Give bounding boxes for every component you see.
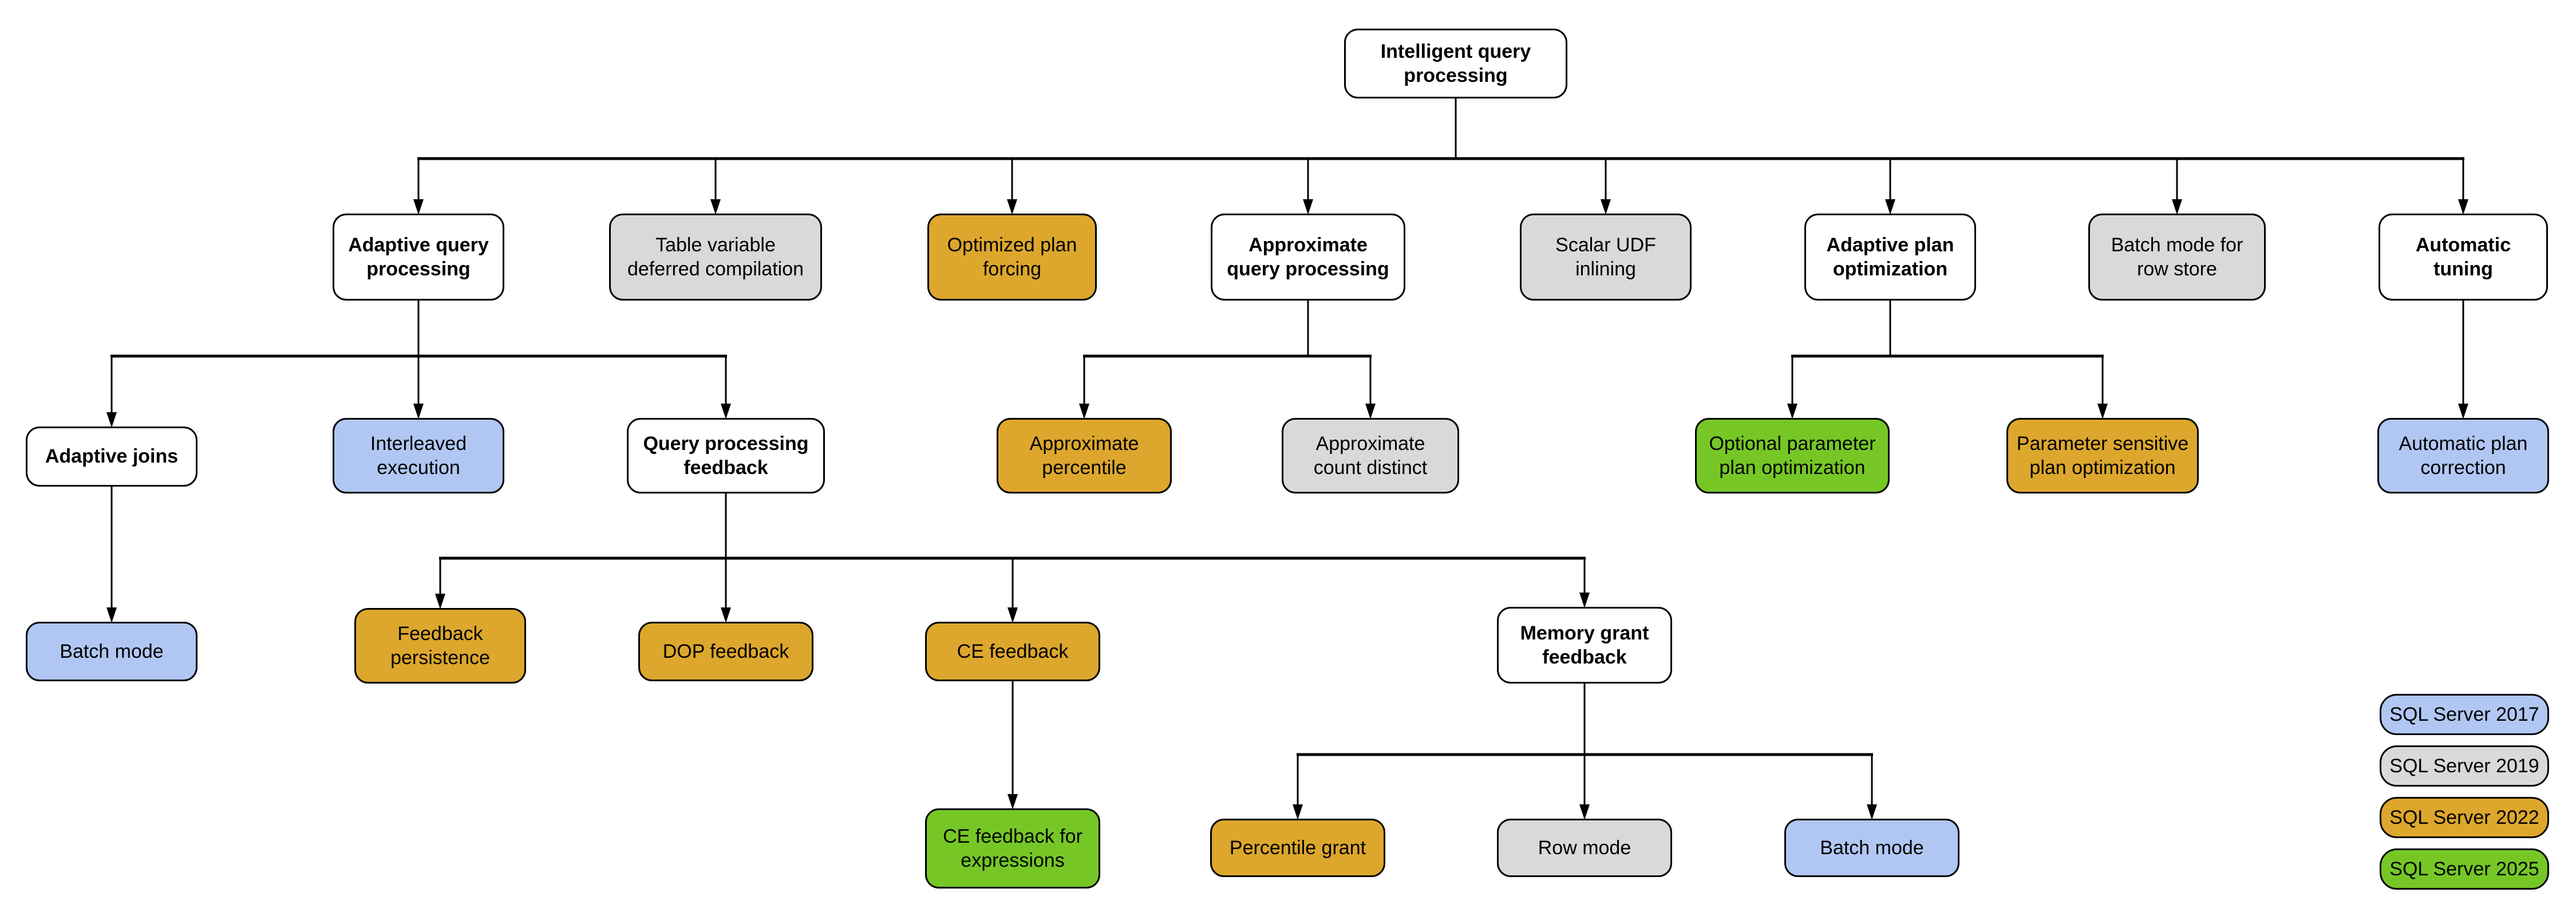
legend-item-sql-server-2025: SQL Server 2025 bbox=[2380, 848, 2549, 890]
node-feedback-persistence: Feedback persistence bbox=[354, 608, 526, 684]
node-table-variable-deferred-compilation: Table variable deferred compilation bbox=[609, 214, 822, 301]
legend-item-sql-server-2019: SQL Server 2019 bbox=[2380, 745, 2549, 787]
node-batch-mode-for-row-store: Batch mode for row store bbox=[2088, 214, 2266, 301]
node-intelligent-query-processing: Intelligent query processing bbox=[1344, 29, 1567, 98]
node-approximate-query-processing: Approximate query processing bbox=[1211, 214, 1405, 301]
node-adaptive-joins: Adaptive joins bbox=[26, 427, 197, 487]
node-percentile-grant: Percentile grant bbox=[1210, 819, 1385, 877]
node-parameter-sensitive-plan-optimization: Parameter sensitive plan optimization bbox=[2006, 418, 2199, 493]
node-interleaved-execution: Interleaved execution bbox=[333, 418, 504, 493]
node-adaptive-query-processing: Adaptive query processing bbox=[333, 214, 504, 301]
node-optimized-plan-forcing: Optimized plan forcing bbox=[927, 214, 1097, 301]
node-ce-feedback-for-expressions: CE feedback for expressions bbox=[925, 808, 1100, 889]
node-batch-mode-adaptive-joins: Batch mode bbox=[26, 622, 197, 681]
node-approximate-percentile: Approximate percentile bbox=[997, 418, 1172, 493]
node-optional-parameter-plan-optimization: Optional parameter plan optimization bbox=[1695, 418, 1890, 493]
node-dop-feedback: DOP feedback bbox=[638, 622, 813, 681]
legend-item-sql-server-2022: SQL Server 2022 bbox=[2380, 797, 2549, 838]
node-automatic-tuning: Automatic tuning bbox=[2379, 214, 2548, 301]
node-approximate-count-distinct: Approximate count distinct bbox=[1282, 418, 1459, 493]
node-memory-grant-feedback: Memory grant feedback bbox=[1497, 607, 1672, 684]
node-batch-mode-memory-grant: Batch mode bbox=[1784, 819, 1959, 877]
node-adaptive-plan-optimization: Adaptive plan optimization bbox=[1804, 214, 1976, 301]
legend-item-sql-server-2017: SQL Server 2017 bbox=[2380, 694, 2549, 735]
node-query-processing-feedback: Query processing feedback bbox=[627, 418, 825, 493]
node-row-mode: Row mode bbox=[1497, 819, 1672, 877]
node-ce-feedback: CE feedback bbox=[925, 622, 1100, 681]
node-automatic-plan-correction: Automatic plan correction bbox=[2377, 418, 2549, 493]
node-scalar-udf-inlining: Scalar UDF inlining bbox=[1520, 214, 1692, 301]
